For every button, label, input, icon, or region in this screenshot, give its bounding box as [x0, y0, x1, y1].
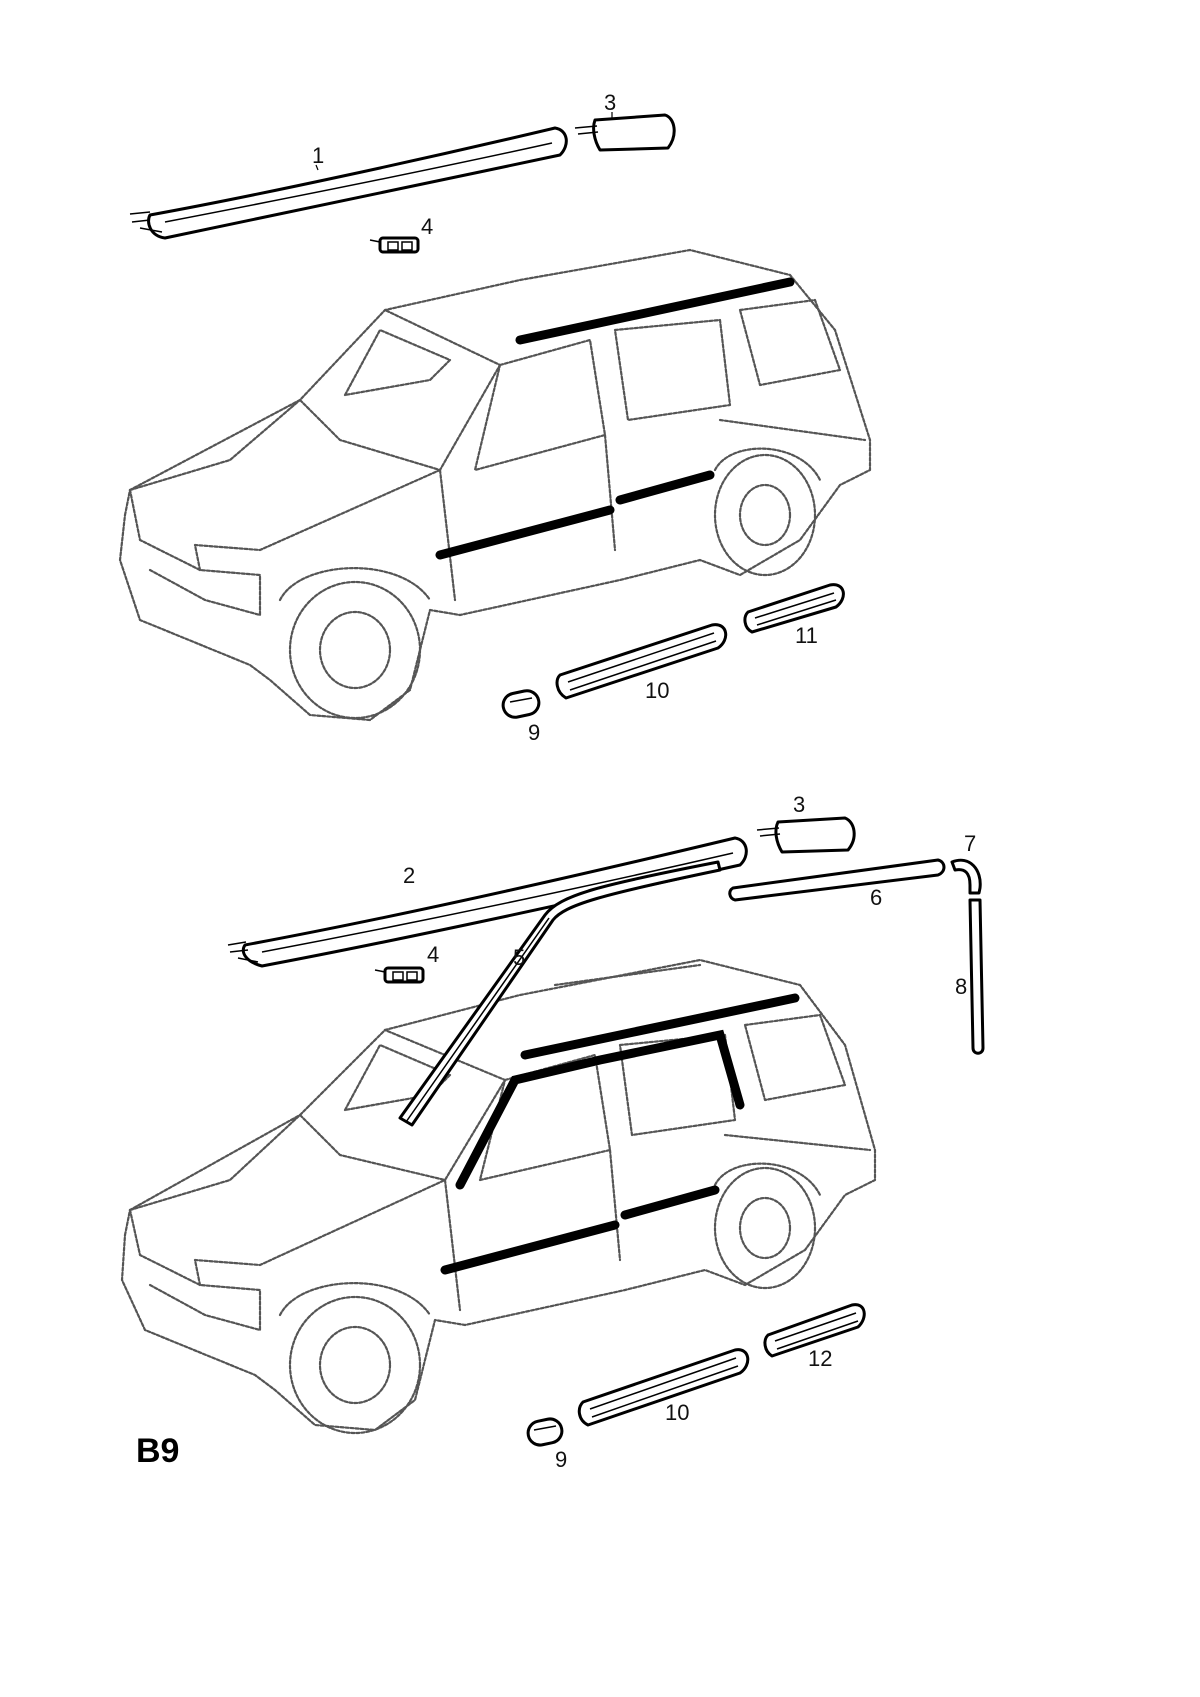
top-front-door-molding-installed: [435, 505, 615, 560]
label-part-10-top: 10: [645, 678, 669, 703]
top-vehicle-outline: [118, 248, 872, 722]
part-2-roof-molding: [227, 836, 748, 968]
part-11-rear-door-molding: [743, 583, 845, 634]
label-part-10-bottom: 10: [665, 1400, 689, 1425]
part-3-end-cap-bottom: [756, 816, 856, 854]
label-part-3-bottom: 3: [793, 792, 805, 817]
top-assembly: 1 3 4 9 10: [118, 90, 872, 745]
top-rear-door-molding-installed: [615, 470, 715, 505]
plate-label: B9: [136, 1432, 179, 1470]
part-4-clip-bottom: [374, 966, 425, 984]
part-6-drip-molding: [728, 858, 946, 902]
part-7-corner-piece: [950, 858, 982, 895]
bottom-vehicle-outline: [120, 958, 877, 1435]
label-part-9-bottom: 9: [555, 1447, 567, 1472]
part-9-molding-end-bottom: [526, 1417, 564, 1447]
bottom-assembly: 2 3 4 5 6 7: [120, 792, 985, 1472]
part-12-rear-door-molding: [763, 1303, 866, 1358]
label-part-5: 5: [513, 945, 525, 970]
part-1-roof-molding: [129, 126, 568, 240]
label-part-4-bottom: 4: [427, 942, 439, 967]
label-part-8: 8: [955, 974, 967, 999]
part-10-front-door-molding-bottom: [577, 1348, 750, 1427]
label-part-1: 1: [312, 143, 324, 168]
bottom-front-door-molding-installed: [440, 1220, 620, 1275]
label-part-9-top: 9: [528, 720, 540, 745]
label-part-7: 7: [964, 831, 976, 856]
part-4-clip-top: [369, 236, 420, 254]
bottom-door-frame-molding-installed: [455, 1029, 745, 1190]
label-part-11: 11: [795, 623, 818, 648]
label-part-4-top: 4: [421, 214, 433, 239]
label-part-6: 6: [870, 885, 882, 910]
top-roof-molding-installed: [515, 277, 795, 345]
label-part-12: 12: [808, 1346, 832, 1371]
part-5-pillar-molding: [398, 860, 722, 1127]
part-8-vertical-molding: [968, 898, 985, 1055]
bottom-roof-molding-installed: [520, 993, 800, 1060]
part-10-front-door-molding-top: [555, 623, 728, 700]
label-part-3-top: 3: [604, 90, 616, 115]
part-9-molding-end-top: [501, 689, 541, 719]
bottom-rear-door-molding-installed: [620, 1185, 720, 1220]
label-part-2: 2: [403, 863, 415, 888]
part-3-end-cap-top: [574, 112, 676, 152]
